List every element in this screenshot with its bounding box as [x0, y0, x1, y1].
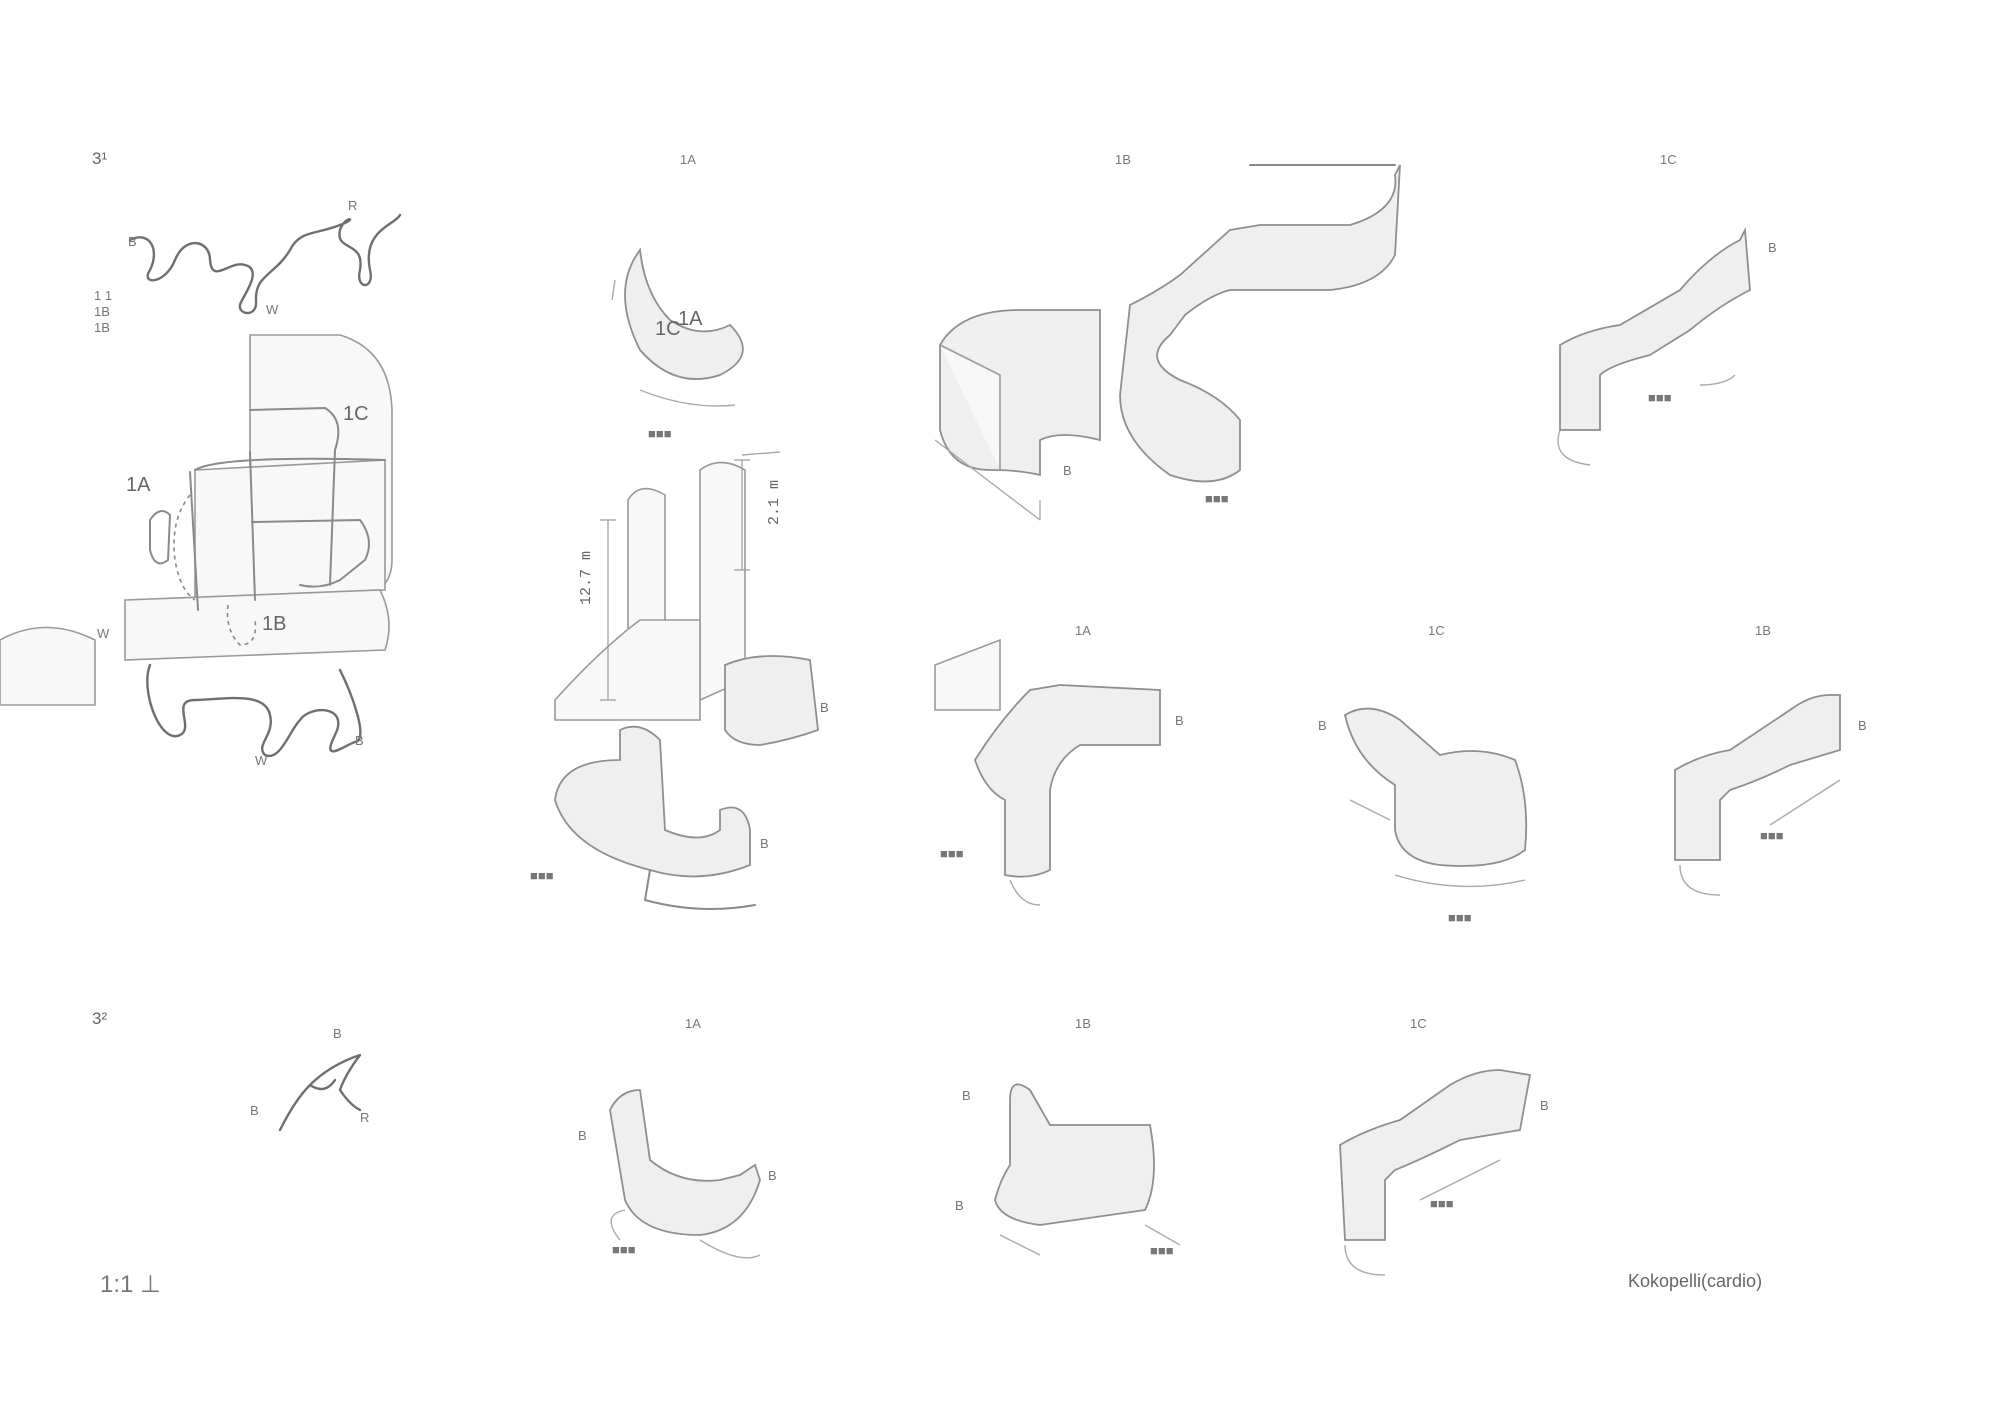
svg-text:1C: 1C [1660, 152, 1677, 167]
svg-text:1C: 1C [1410, 1016, 1427, 1031]
piece-bottom-2: 1B B B ■■■ [955, 1016, 1181, 1258]
dim-right: 2.1 m [766, 480, 783, 525]
svg-text:■■■: ■■■ [1205, 491, 1229, 506]
svg-text:R: R [360, 1110, 369, 1125]
svg-text:1A: 1A [685, 1016, 701, 1031]
piece-bottom-3: 1C B ■■■ [1339, 1016, 1549, 1276]
svg-text:1B: 1B [1115, 152, 1131, 167]
svg-text:■■■: ■■■ [612, 1242, 636, 1257]
svg-text:B: B [1540, 1098, 1549, 1113]
svg-text:■■■: ■■■ [1448, 910, 1472, 925]
svg-text:B: B [820, 700, 829, 715]
svg-text:■■■: ■■■ [1430, 1196, 1454, 1211]
svg-text:1B: 1B [94, 304, 110, 319]
label-1A-exploded: 1A [678, 308, 703, 330]
svg-text:B: B [1175, 713, 1184, 728]
svg-text:B: B [1768, 240, 1777, 255]
piece-bottom-1: 1A B B ■■■ [578, 1016, 777, 1259]
exploded-view: 1A 1C 1A ■■■ 12.7 m 2.1 m B B ■■■ [530, 152, 829, 910]
piece-bottom-left: 3² B B R 1:1 ⊥ [92, 1009, 369, 1298]
svg-text:1B: 1B [94, 320, 110, 335]
svg-text:W: W [97, 626, 110, 641]
credit-text: Kokopelli(cardio) [1628, 1271, 1762, 1291]
svg-text:B: B [333, 1026, 342, 1041]
svg-text:1B: 1B [1075, 1016, 1091, 1031]
svg-text:■■■: ■■■ [648, 426, 672, 441]
svg-text:B: B [768, 1168, 777, 1183]
svg-text:1A: 1A [680, 152, 696, 167]
svg-text:B: B [1858, 718, 1867, 733]
svg-text:■■■: ■■■ [1648, 390, 1672, 405]
svg-text:B: B [1318, 718, 1327, 733]
svg-text:1C: 1C [1428, 623, 1445, 638]
svg-text:■■■: ■■■ [1150, 1243, 1174, 1258]
svg-text:B: B [355, 733, 364, 748]
assembly-view: 3¹ B R W W B W 1A 1B 1C 1 1 1B 1B [0, 149, 402, 768]
piece-mid-right-a: 1C B ■■■ [1318, 623, 1528, 925]
label-1C-exploded: 1C [655, 318, 681, 340]
label-1C: 1C [343, 403, 369, 425]
svg-text:■■■: ■■■ [530, 868, 554, 883]
svg-text:1B: 1B [1755, 623, 1771, 638]
piece-top-center: 1B ■■■ B [934, 152, 1401, 521]
svg-text:3¹: 3¹ [92, 149, 107, 168]
svg-text:R: R [348, 198, 357, 213]
svg-text:■■■: ■■■ [940, 846, 964, 861]
svg-text:B: B [760, 836, 769, 851]
piece-mid-right-b: 1B B ■■■ [1674, 623, 1867, 896]
label-1A: 1A [126, 474, 151, 496]
svg-text:B: B [962, 1088, 971, 1103]
piece-mid-center: 1A B ■■■ [934, 623, 1184, 906]
svg-text:B: B [578, 1128, 587, 1143]
svg-text:1 1: 1 1 [94, 288, 112, 303]
svg-text:B: B [250, 1103, 259, 1118]
svg-text:B: B [1063, 463, 1072, 478]
svg-text:W: W [266, 302, 279, 317]
dim-left: 12.7 m [578, 551, 595, 605]
svg-text:W: W [255, 753, 268, 768]
svg-text:B: B [128, 234, 137, 249]
piece-top-right: 1C ■■■ B [1557, 152, 1777, 466]
svg-text:B: B [955, 1198, 964, 1213]
svg-text:■■■: ■■■ [1760, 828, 1784, 843]
svg-text:1A: 1A [1075, 623, 1091, 638]
label-1B: 1B [262, 613, 286, 635]
scale-note: 1:1 ⊥ [100, 1271, 161, 1298]
svg-text:3²: 3² [92, 1009, 107, 1028]
